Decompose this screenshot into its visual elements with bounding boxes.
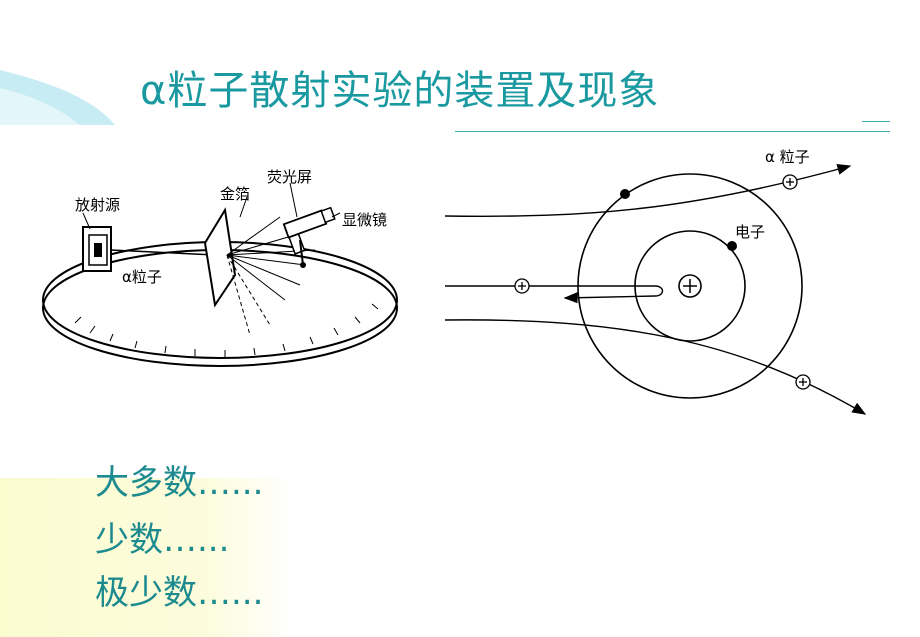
label-alpha-particle: α粒子 (122, 268, 162, 286)
corner-wave-decoration (0, 70, 115, 125)
bottom-highlight-band (0, 478, 292, 637)
observation-few: 少数…... (95, 520, 230, 560)
label-screen: 荧光屏 (267, 168, 312, 186)
atom-scattering-diagram: α 粒子 电子 (444, 148, 867, 415)
observation-majority: 大多数…... (95, 463, 264, 503)
title-underline-accent (862, 121, 890, 122)
observation-very-few: 极少数…... (95, 573, 264, 613)
label-electron: 电子 (735, 223, 765, 241)
apparatus-diagram: 放射源 金箔 荧光屏 显微镜 α粒子 (42, 168, 398, 367)
label-gold-foil: 金箔 (220, 185, 250, 203)
label-microscope: 显微镜 (342, 211, 387, 229)
label-atom-alpha: α 粒子 (765, 148, 810, 166)
label-source: 放射源 (75, 196, 120, 214)
slide-title: α粒子散射实验的装置及现象 (140, 68, 660, 114)
title-underline (455, 131, 890, 132)
